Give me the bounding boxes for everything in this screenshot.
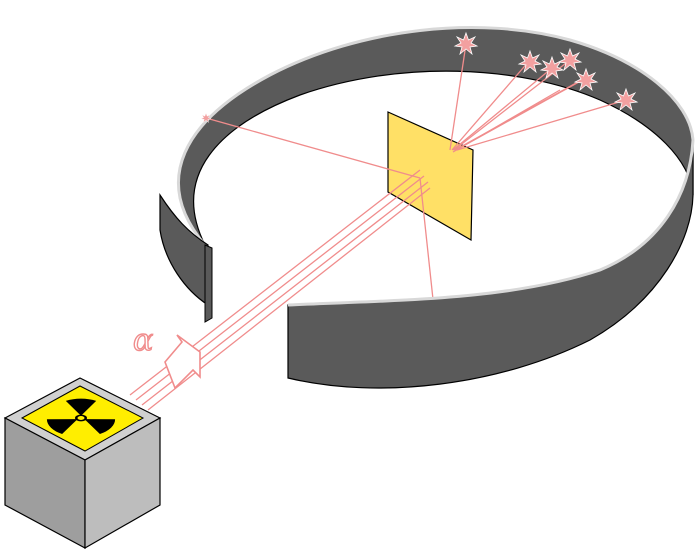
radioactive-source xyxy=(3,377,162,550)
track-up-7 xyxy=(456,99,627,151)
detector-screen-front xyxy=(287,139,695,389)
scintillation-flash-icon xyxy=(613,87,639,112)
track-up-8 xyxy=(452,89,561,153)
radiation-trefoil-icon xyxy=(46,398,116,434)
track-down xyxy=(419,177,436,319)
alpha-particle-label: α xyxy=(133,323,153,358)
scattered-tracks xyxy=(205,43,627,319)
track-up-4 xyxy=(453,59,571,151)
track-up-3 xyxy=(452,67,553,151)
source-box-right xyxy=(84,416,161,550)
track-back-left xyxy=(205,117,421,179)
scintillation-flash-icon xyxy=(539,55,565,80)
screen-front-rim xyxy=(287,139,695,307)
gold-foil xyxy=(387,111,474,242)
scintillation-flash-icon xyxy=(200,112,212,124)
scintillation-flash-icon xyxy=(453,31,479,56)
alpha-direction-arrow-icon xyxy=(164,334,201,390)
detector-screen-left-end xyxy=(159,192,213,323)
scintillation-flash-icon xyxy=(557,47,583,72)
flashes xyxy=(200,31,639,124)
track-up-2 xyxy=(451,59,531,151)
screen-left-end-edge xyxy=(204,244,213,323)
screen-top-rim xyxy=(177,26,695,246)
screen-front-outer xyxy=(287,139,694,389)
scintillation-flash-icon xyxy=(517,49,543,74)
scintillation-flash-icon xyxy=(573,67,599,92)
track-up-1 xyxy=(449,43,467,151)
